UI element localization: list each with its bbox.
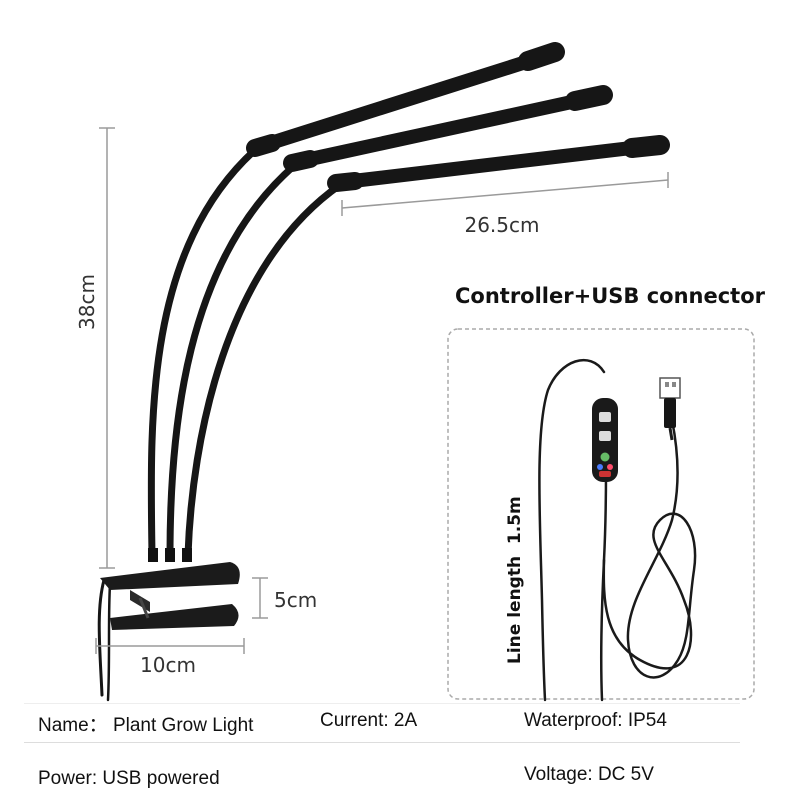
clip-width-label: 10cm [140, 653, 196, 677]
height-dimension: 38cm [75, 127, 115, 569]
usb-connector [659, 377, 681, 441]
clip-height-label: 5cm [274, 588, 317, 612]
spec-name: Name： Plant Grow Light [38, 715, 254, 736]
spec-power: Power: USB powered [38, 768, 220, 789]
clip-height-dimension: 5cm [252, 577, 317, 619]
clip-width-dimension: 10cm [95, 638, 245, 677]
light-bar-3 [327, 135, 670, 192]
arm-length-label: 26.5cm [464, 213, 539, 237]
clip-base [100, 548, 240, 630]
specs-divider-top [24, 703, 740, 704]
gooseneck-3 [184, 181, 344, 559]
spec-current: Current: 2A [320, 710, 418, 731]
specs-divider [24, 742, 740, 743]
controller-cable [538, 358, 697, 702]
arm-length-dimension: 26.5cm [341, 172, 669, 237]
light-bar-1 [246, 42, 565, 157]
height-label: 38cm [75, 274, 99, 330]
light-bar-2 [283, 85, 613, 172]
spec-waterproof: Waterproof: IP54 [524, 710, 667, 731]
controller-title: Controller+USB connector [455, 284, 765, 308]
spec-voltage: Voltage: DC 5V [524, 764, 654, 785]
line-length-label: Line length 1.5m [505, 496, 525, 664]
controller-box [447, 328, 755, 700]
gooseneck-1 [147, 146, 259, 559]
controller-unit [592, 398, 618, 482]
grow-light-lamp [97, 42, 670, 702]
gooseneck-2 [166, 161, 299, 559]
